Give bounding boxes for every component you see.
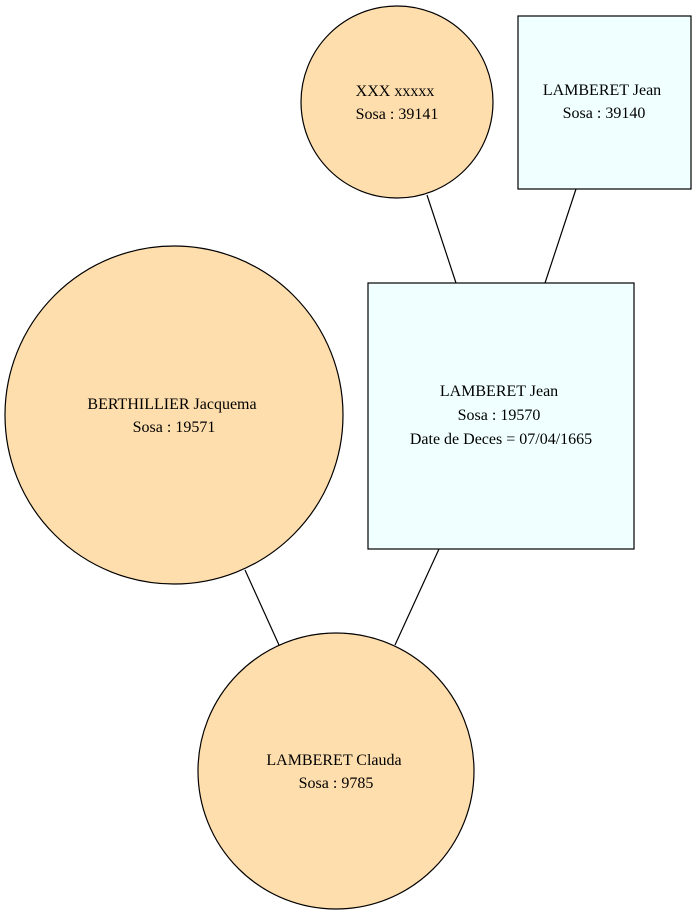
- person-node-lamberet-jean-19570[interactable]: LAMBERET Jean Sosa : 19570 Date de Deces…: [367, 282, 635, 550]
- node-sosa-line: Sosa : 19570: [458, 407, 541, 424]
- edge-berthillier-to-clauda: [244, 569, 280, 646]
- male-box: [517, 15, 692, 190]
- node-sosa-line: Sosa : 39141: [356, 106, 439, 123]
- node-name-line: LAMBERET Clauda: [266, 752, 401, 769]
- edges: [244, 188, 577, 646]
- edge-jean-19570-to-clauda: [394, 548, 440, 646]
- person-node-berthillier-jacquema[interactable]: BERTHILLIER Jacquema Sosa : 19571: [4, 245, 344, 585]
- node-name: BERTHILLIER Jacquema Sosa : 19571: [87, 396, 260, 436]
- node-name: XXX xxxxx Sosa : 39141: [356, 83, 439, 123]
- node-name: LAMBERET Jean Sosa : 19570 Date de Deces…: [410, 383, 592, 448]
- node-name-line: LAMBERET Jean: [440, 383, 558, 400]
- node-death-line: Date de Deces = 07/04/1665: [410, 431, 592, 448]
- male-box: [367, 282, 635, 550]
- node-sosa-line: Sosa : 39140: [563, 105, 646, 122]
- node-name: LAMBERET Clauda Sosa : 9785: [266, 752, 405, 792]
- edge-jean-39140-to-jean-19570: [544, 188, 577, 284]
- node-name-line: XXX xxxxx: [356, 83, 435, 100]
- female-circle: [300, 5, 494, 199]
- female-circle: [197, 632, 475, 910]
- node-sosa-line: Sosa : 19571: [133, 419, 216, 436]
- person-node-lamberet-clauda[interactable]: LAMBERET Clauda Sosa : 9785: [197, 632, 475, 910]
- node-name: LAMBERET Jean Sosa : 39140: [543, 82, 665, 122]
- female-circle: [4, 245, 344, 585]
- node-name-line: LAMBERET Jean: [543, 82, 661, 99]
- node-sosa-line: Sosa : 9785: [299, 775, 374, 792]
- edge-xxx-to-jean-19570: [426, 194, 457, 284]
- person-node-xxx[interactable]: XXX xxxxx Sosa : 39141: [300, 5, 494, 199]
- node-name-line: BERTHILLIER Jacquema: [87, 396, 256, 413]
- person-node-lamberet-jean-39140[interactable]: LAMBERET Jean Sosa : 39140: [517, 15, 692, 190]
